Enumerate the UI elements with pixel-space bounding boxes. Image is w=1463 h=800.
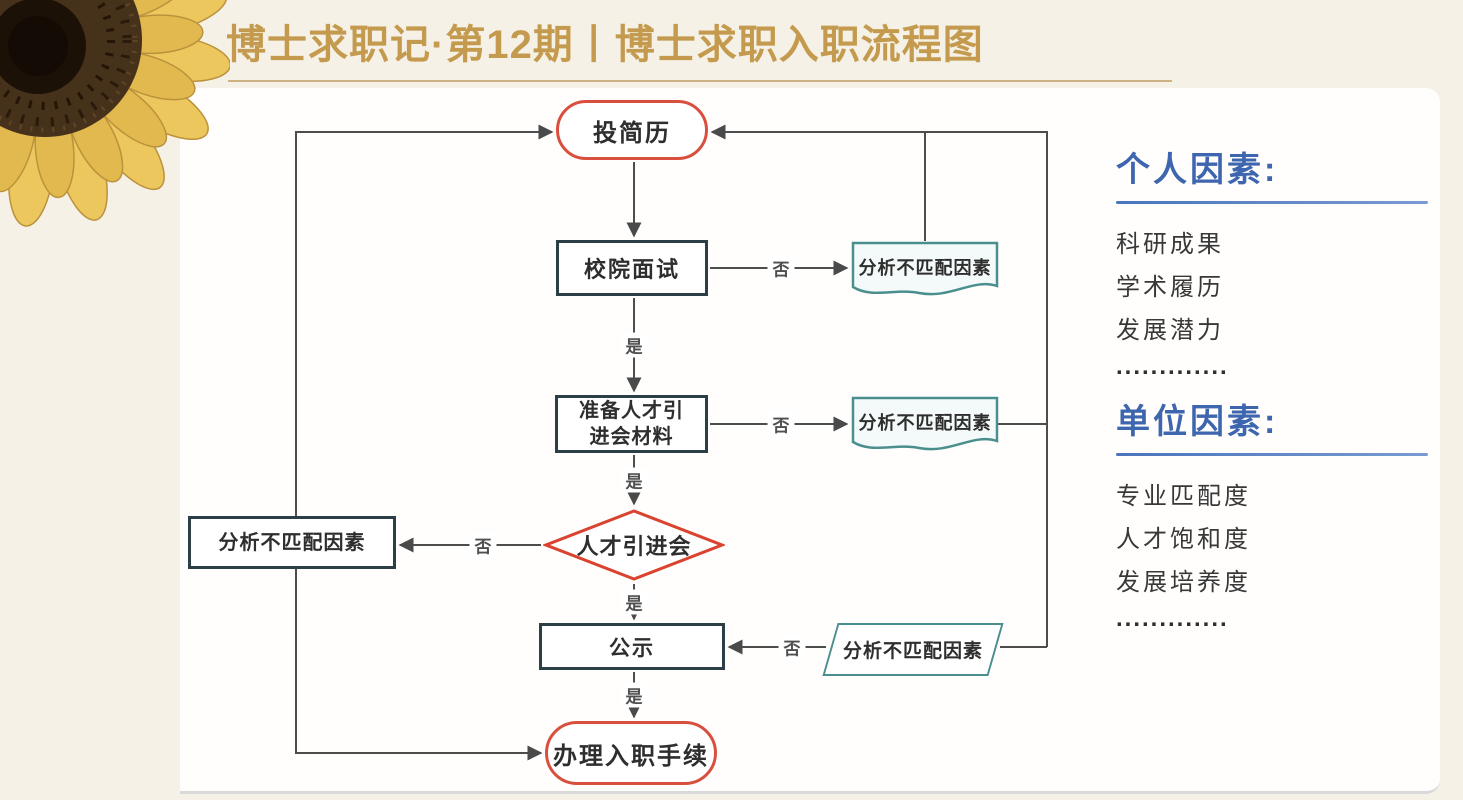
node-analyze-mismatch-parallelogram: 分析不匹配因素: [822, 623, 1004, 676]
edge-label-yes: 是: [620, 332, 648, 358]
employer-factors-title: 单位因素:: [1116, 403, 1279, 441]
node-label: 公示: [609, 636, 655, 660]
title-underline: [228, 80, 1172, 82]
node-onboarding: 办理入职手续: [545, 721, 717, 785]
document-shape: [851, 241, 999, 296]
node-label: 校院面试: [583, 257, 680, 282]
node-label: 准备人才引进会材料: [579, 400, 684, 448]
list-item: 人才饱和度: [1116, 526, 1251, 553]
edge-label-yes: 是: [620, 682, 648, 708]
node-analyze-mismatch-doc-2: 分析不匹配因素: [851, 396, 999, 460]
node-label: 分析不匹配因素: [858, 413, 992, 433]
edge-label-no: 否: [767, 411, 795, 437]
sunflower-illustration: [0, 0, 230, 227]
employer-factors-list: 专业匹配度 人才饱和度 发展培养度 .............: [1116, 476, 1431, 648]
flowchart-panel: 投简历 校院面试 分析不匹配因素 准备人才引进会材料 分析不匹配因素 人才引进会…: [180, 88, 1440, 794]
personal-factors-title: 个人因素:: [1116, 151, 1279, 189]
node-submit-resume: 投简历: [556, 100, 708, 160]
personal-factors-section: 个人因素: 科研成果 学术履历 发展潜力 .............: [1116, 142, 1431, 396]
node-label: 分析不匹配因素: [858, 258, 992, 278]
node-label: 办理入职手续: [553, 742, 709, 770]
list-item: 发展培养度: [1116, 569, 1251, 596]
document-shape: [851, 396, 999, 451]
node-school-interview: 校院面试: [556, 240, 708, 296]
employer-factors-section: 单位因素: 专业匹配度 人才饱和度 发展培养度 .............: [1116, 394, 1431, 648]
section-underline: [1116, 201, 1428, 204]
section-underline: [1116, 453, 1428, 456]
page-title: 博士求职记·第12期丨博士求职入职流程图: [226, 23, 984, 67]
list-item: 学术履历: [1116, 274, 1224, 301]
node-analyze-mismatch-left: 分析不匹配因素: [188, 516, 396, 569]
personal-factors-list: 科研成果 学术履历 发展潜力 .............: [1116, 224, 1431, 396]
node-talent-fair: 人才引进会: [543, 508, 725, 582]
node-label: 投简历: [593, 119, 671, 147]
list-item-ellipsis: .............: [1116, 353, 1229, 380]
node-label: 分析不匹配因素: [218, 531, 366, 554]
edge-label-yes: 是: [620, 467, 648, 493]
list-item: 发展潜力: [1116, 317, 1224, 344]
list-item: 专业匹配度: [1116, 483, 1251, 510]
list-item: 科研成果: [1116, 231, 1224, 258]
edge-label-no: 否: [767, 255, 795, 281]
node-prepare-materials: 准备人才引进会材料: [555, 395, 708, 453]
edge-label-no: 否: [469, 532, 497, 558]
edge-label-no: 否: [778, 634, 806, 660]
edge-label-yes: 是: [620, 589, 648, 615]
list-item-ellipsis: .............: [1116, 605, 1229, 632]
node-analyze-mismatch-doc-1: 分析不匹配因素: [851, 241, 999, 305]
diamond-shape: [543, 509, 725, 581]
node-label: 分析不匹配因素: [842, 641, 983, 662]
node-publicity: 公示: [539, 623, 725, 670]
node-label: 人才引进会: [576, 534, 692, 559]
